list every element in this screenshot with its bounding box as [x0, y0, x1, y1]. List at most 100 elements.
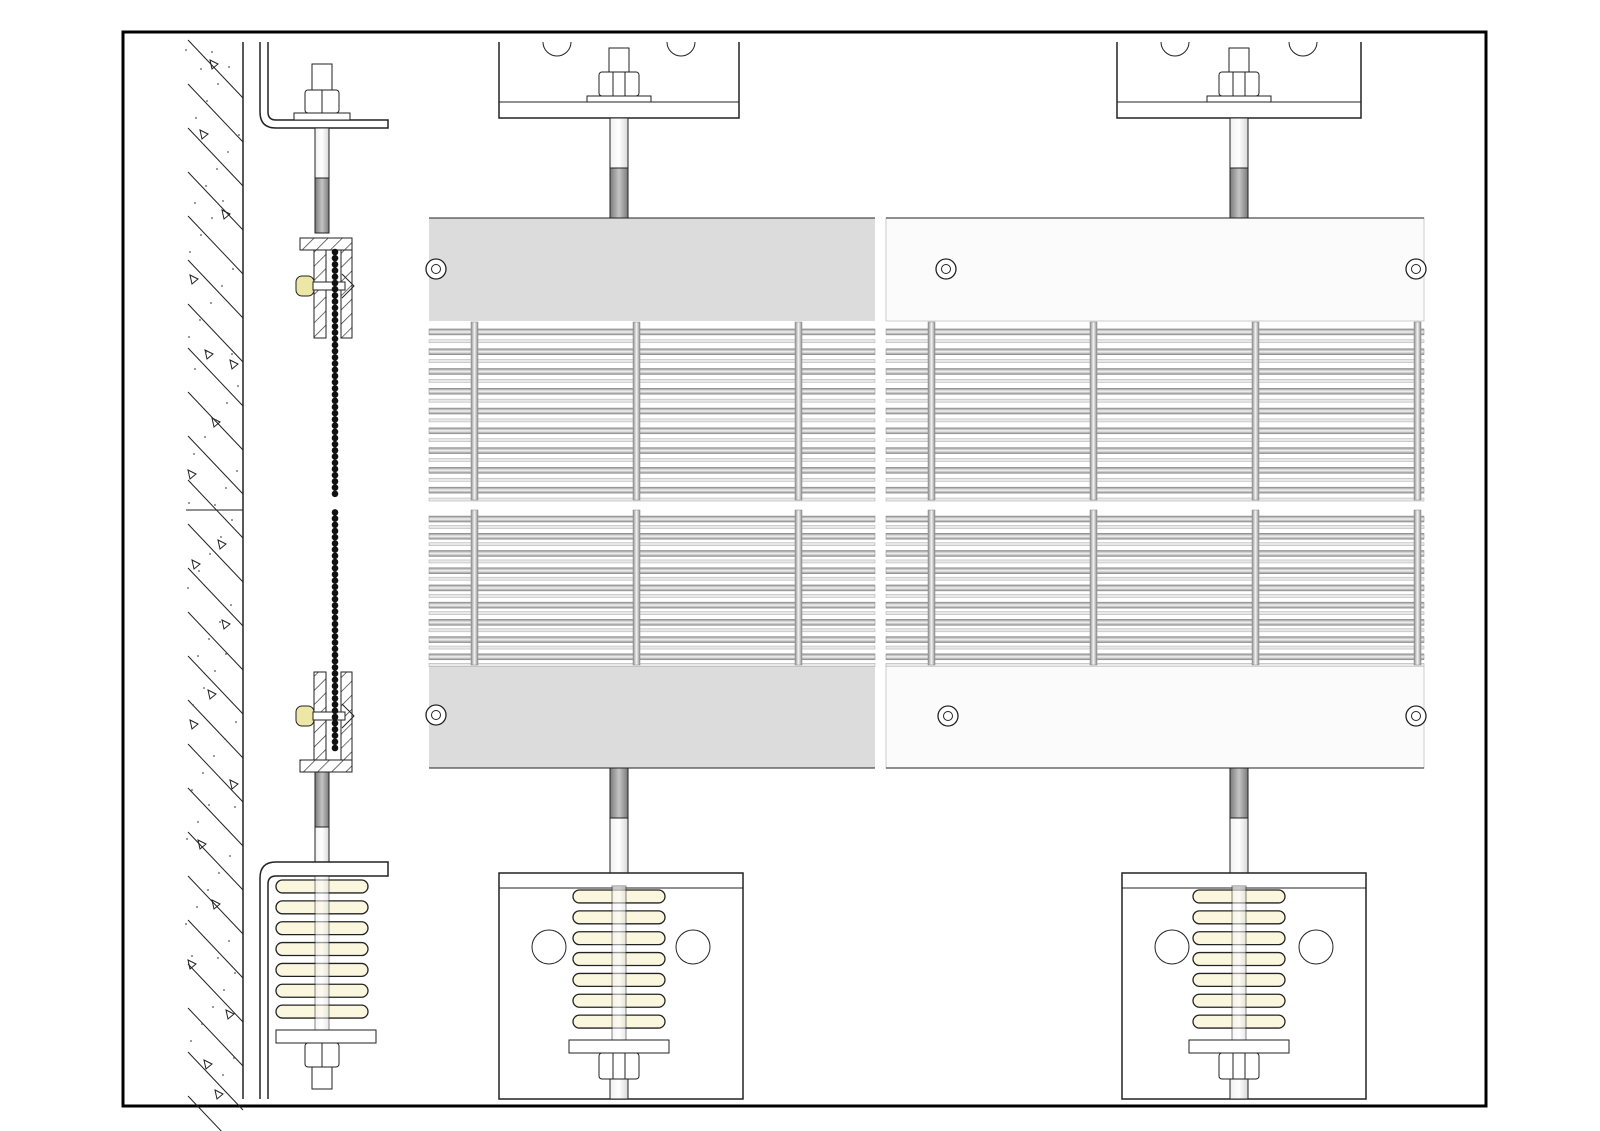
aggregate-dot — [236, 470, 238, 472]
wire-rope-bead — [331, 329, 339, 336]
mesh-weft-bar — [428, 619, 876, 626]
wire-rope-bead — [331, 688, 339, 696]
wire-rope-bead — [331, 719, 339, 727]
coil-spring — [275, 875, 369, 1031]
aggregate-dot — [231, 353, 233, 355]
wire-rope-bead — [331, 372, 339, 380]
aggregate-dot — [201, 1023, 203, 1025]
aggregate-dot — [213, 755, 215, 757]
wire-rope-bead — [331, 651, 339, 659]
mesh-weft-wire — [428, 477, 876, 482]
wall-hatch-line — [187, 787, 244, 847]
cap-nut — [295, 275, 315, 297]
aggregate-mark — [229, 779, 239, 790]
aggregate-dot — [211, 51, 213, 53]
aggregate-dot — [208, 638, 210, 640]
bracket-hole — [1160, 41, 1190, 57]
mesh-weft-wire — [885, 576, 1425, 581]
wire-rope-bead — [331, 589, 339, 597]
aggregate-dot — [228, 66, 230, 68]
wire-rope-bead — [331, 409, 339, 417]
mesh-weft-bar — [885, 601, 1425, 609]
wall-hatch-line — [187, 1095, 222, 1131]
section-profile — [259, 42, 389, 1099]
aggregate-dot — [194, 202, 196, 204]
mesh-weft-wire — [885, 458, 1425, 462]
aggregate-dot — [237, 385, 239, 387]
mesh-weft-bar — [885, 515, 1425, 523]
wall-hatch-line — [187, 919, 244, 979]
mesh-warp-bar — [1089, 321, 1098, 501]
lower-spring-box-left — [498, 767, 744, 1100]
wire-rope-bead — [331, 304, 339, 312]
aggregate-dot — [198, 570, 200, 572]
clamp-flange — [299, 759, 353, 773]
section-rod-thread-upper — [314, 177, 330, 234]
cap-nut — [295, 705, 315, 727]
mesh-weft-bar — [428, 388, 876, 395]
screw-outer — [425, 704, 447, 726]
wire-rope-bead — [331, 515, 339, 522]
aggregate-mark — [211, 899, 221, 910]
panel-top-band — [885, 217, 1425, 322]
aggregate-dot — [209, 553, 211, 555]
clamp-bolt — [312, 711, 346, 721]
aggregate-dot — [185, 923, 187, 925]
wire-rope-bead — [331, 626, 339, 634]
wire-rope-bead — [331, 558, 339, 566]
wire-rope-bead — [331, 645, 339, 653]
aggregate-dot — [224, 738, 226, 740]
panel-top-band — [429, 218, 875, 321]
mesh-weft-wire — [885, 663, 1425, 667]
wire-rope-bead — [331, 552, 339, 560]
wire-rope-bead — [331, 527, 339, 535]
mesh-warp-bar — [1089, 509, 1098, 666]
mesh-weft-wire — [885, 628, 1425, 633]
aggregate-dot — [234, 972, 236, 974]
aggregate-dot — [188, 502, 190, 504]
mesh-weft-wire — [885, 497, 1425, 502]
wall-hatch-line — [187, 699, 244, 759]
wire-rope-bead — [331, 465, 339, 473]
upper-bracket-left — [498, 41, 740, 219]
aggregate-dot — [195, 117, 197, 119]
mesh-weft-wire — [428, 359, 876, 363]
mesh-weft-wire — [428, 438, 876, 442]
panel-bottom-band — [885, 664, 1425, 769]
wire-rope-bead — [331, 726, 339, 733]
screw-inner — [1411, 264, 1421, 274]
screw-outer — [937, 705, 959, 727]
cable-clamp — [295, 671, 355, 773]
wire-rope-bead — [331, 484, 339, 491]
mesh-weft-bar — [428, 550, 876, 557]
wire-rope-bead — [331, 254, 339, 262]
box-spring-plate — [568, 1039, 670, 1054]
screw-outer — [1405, 258, 1427, 280]
aggregate-dot — [228, 940, 230, 942]
wall-hatch-line — [187, 39, 244, 99]
wire-rope-bead — [331, 664, 339, 671]
mesh-weft-bar — [885, 567, 1425, 574]
screw-inner — [1411, 711, 1421, 721]
mesh-weft-wire — [885, 477, 1425, 482]
wire-rope-bead — [331, 434, 339, 442]
aggregate-dot — [200, 234, 202, 236]
wire-rope-bead — [331, 564, 339, 572]
wire-rope-bead — [331, 595, 339, 603]
wall-hatch-line — [187, 83, 244, 143]
mesh-weft-bar — [885, 388, 1425, 395]
aggregate-dot — [233, 1057, 235, 1059]
hanger-rod-thread — [1229, 167, 1249, 219]
aggregate-dot — [238, 134, 240, 136]
wire-rope-bead — [331, 744, 339, 752]
aggregate-dot — [191, 789, 193, 791]
aggregate-dot — [192, 704, 194, 706]
mesh-weft-wire — [428, 497, 876, 502]
aggregate-dot — [199, 319, 201, 321]
mesh-warp-bar — [1251, 509, 1260, 666]
wire-rope-bead — [331, 713, 339, 721]
wall-hatch-line — [187, 875, 244, 935]
screw-outer — [425, 258, 447, 280]
aggregate-mark — [187, 469, 197, 480]
bracket-nut — [598, 71, 640, 97]
